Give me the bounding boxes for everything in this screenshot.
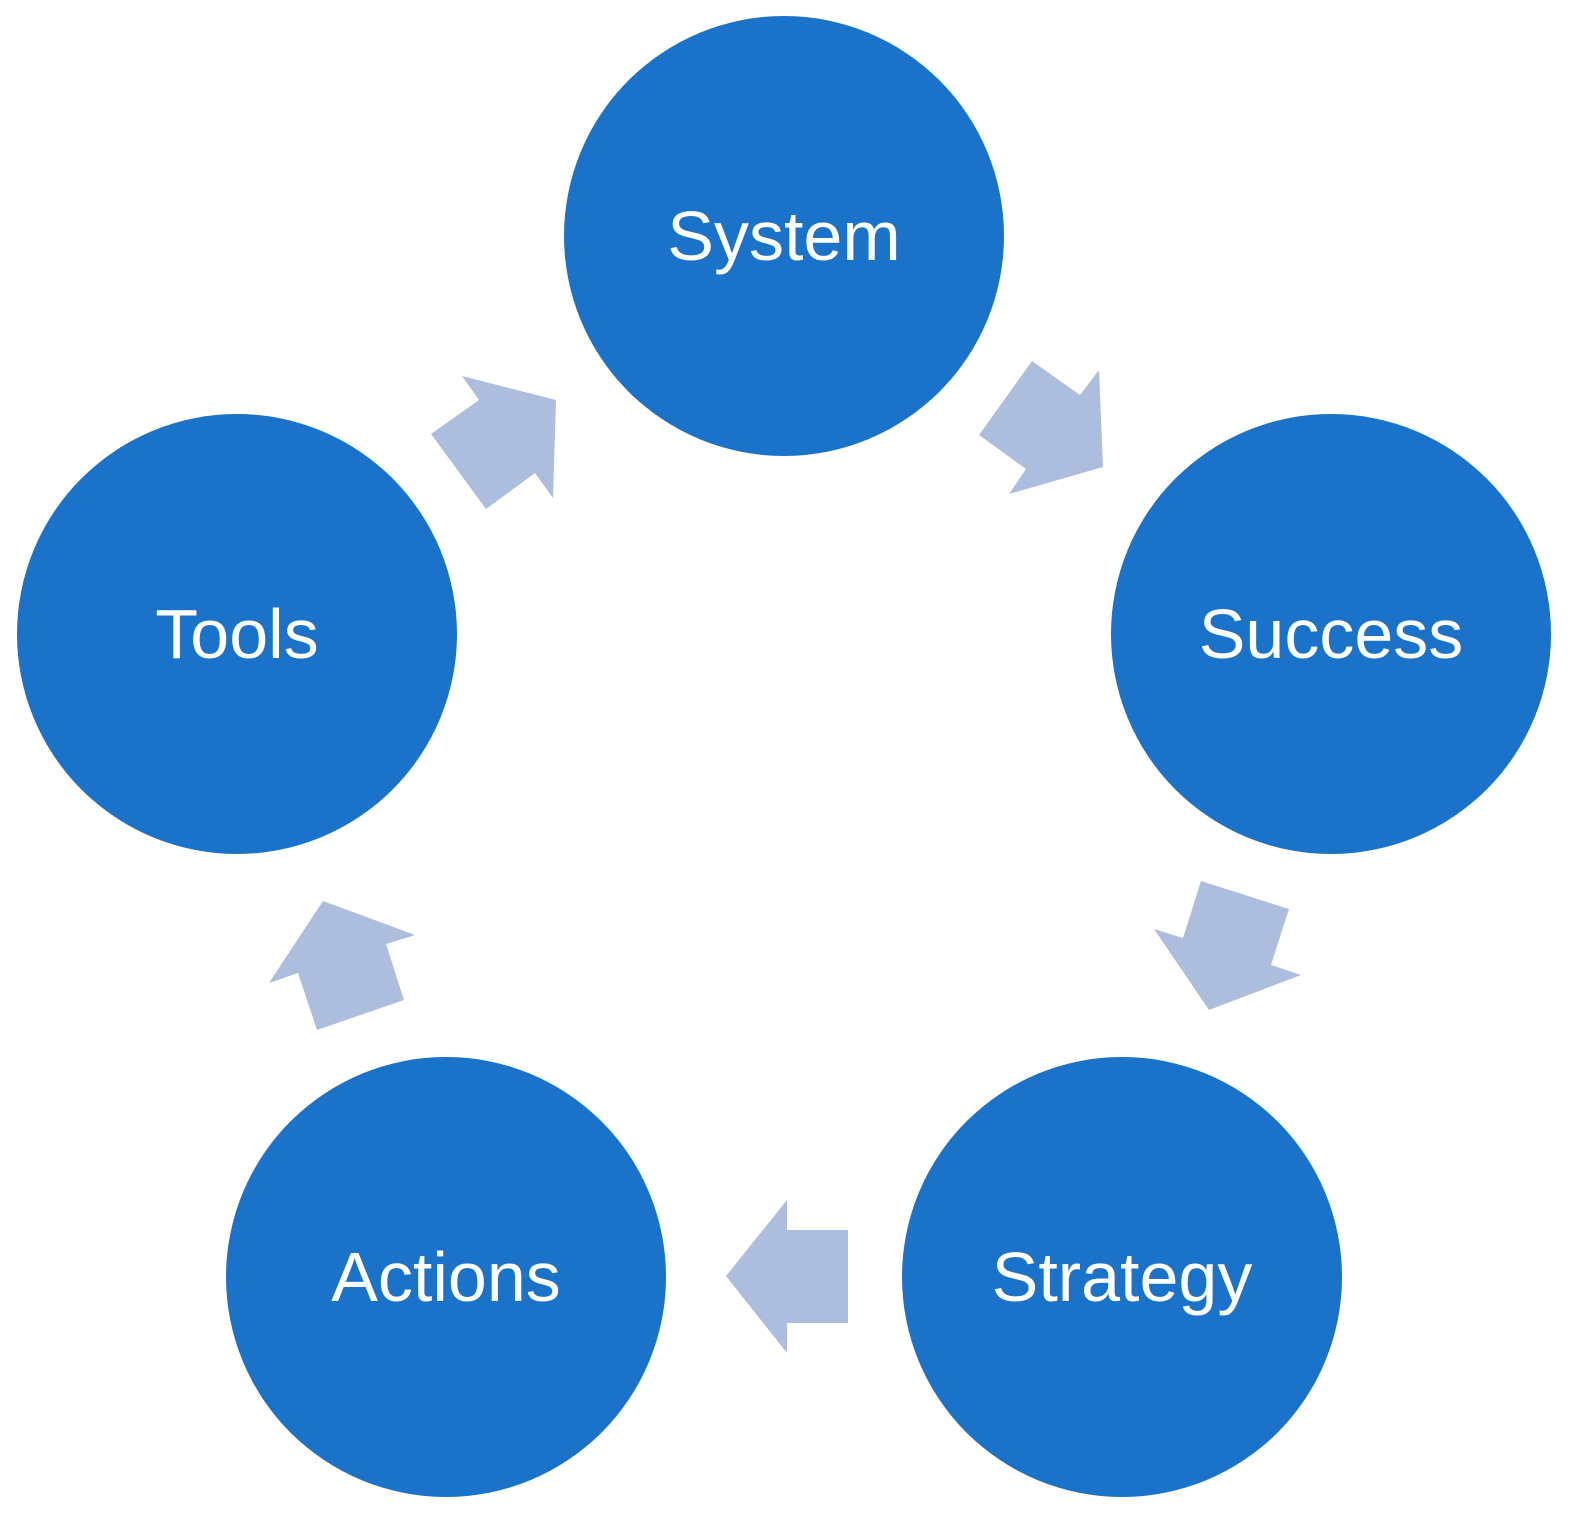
arrow-actions-to-tools: [269, 901, 415, 1030]
node-system: System: [564, 16, 1004, 456]
node-circle: [564, 16, 1004, 456]
node-label: Tools: [155, 595, 318, 673]
node-circle: [1111, 414, 1551, 854]
node-label: Strategy: [992, 1238, 1253, 1316]
arrow-system-to-success: [979, 361, 1103, 494]
node-label: Actions: [331, 1238, 561, 1316]
arrows-group: [269, 361, 1301, 1353]
node-circle: [902, 1057, 1342, 1497]
node-label: Success: [1199, 595, 1464, 673]
node-success: Success: [1111, 414, 1551, 854]
arrow-strategy-to-actions: [726, 1200, 848, 1353]
node-label: System: [667, 197, 900, 275]
nodes-group: System Success Strategy Actions Tools: [17, 16, 1551, 1497]
arrow-tools-to-system: [431, 376, 556, 509]
node-strategy: Strategy: [902, 1057, 1342, 1497]
node-circle: [226, 1057, 666, 1497]
node-circle: [17, 414, 457, 854]
arrow-success-to-strategy: [1154, 881, 1301, 1010]
node-tools: Tools: [17, 414, 457, 854]
node-actions: Actions: [226, 1057, 666, 1497]
